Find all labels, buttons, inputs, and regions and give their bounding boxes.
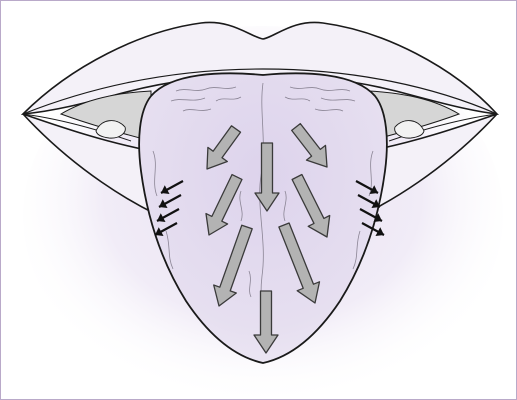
tongue-diagram <box>1 1 516 399</box>
figure-frame <box>0 0 517 400</box>
